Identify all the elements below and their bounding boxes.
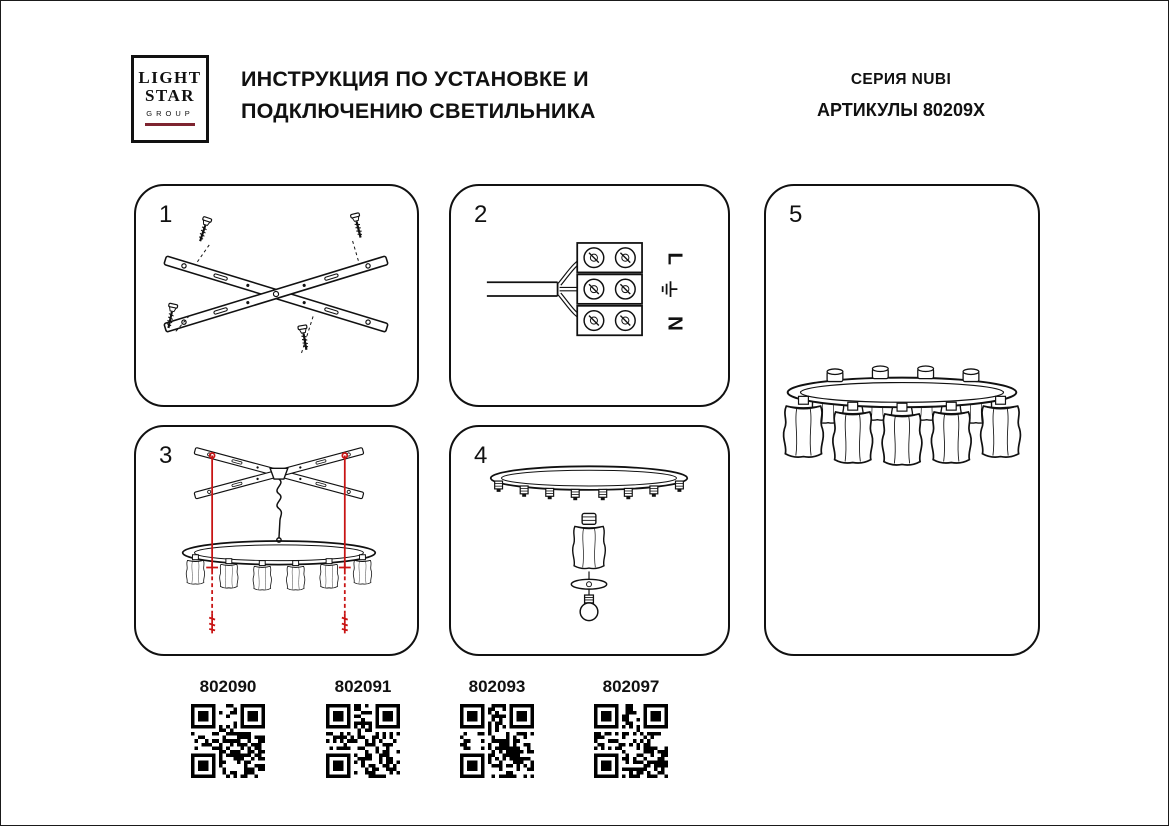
chandelier-ring — [489, 465, 689, 491]
hanging-wire — [276, 478, 283, 543]
screws — [163, 211, 366, 352]
page-title: ИНСТРУКЦИЯ ПО УСТАНОВКЕ И ПОДКЛЮЧЕНИЮ СВ… — [241, 63, 596, 128]
series-label: СЕРИЯ NUBI — [850, 71, 952, 88]
logo-red-underline — [145, 122, 195, 126]
step-5-panel: 5 — [764, 184, 1040, 656]
lightstar-logo: LIGHT STAR GROUP — [131, 55, 209, 143]
mounting-crossbars — [163, 255, 389, 333]
title-line-1: ИНСТРУКЦИЯ ПО УСТАНОВКЕ И — [241, 67, 589, 91]
qr-code — [594, 704, 668, 778]
product-802097: 802097 — [588, 677, 674, 783]
earth-ground-icon — [661, 281, 678, 297]
socket-caps — [826, 365, 980, 383]
step-1-number: 1 — [159, 201, 173, 228]
logo-word-star: STAR — [144, 86, 196, 106]
step-5-number: 5 — [789, 201, 803, 228]
title-line-2: ПОДКЛЮЧЕНИЮ СВЕТИЛЬНИКА — [241, 99, 596, 124]
logo-word-light: LIGHT — [138, 68, 202, 87]
mini-lamp-shades — [185, 554, 373, 591]
ceiling-crossbars — [193, 446, 365, 500]
product-802090: 802090 — [185, 677, 271, 783]
suspension-cables-red — [206, 452, 351, 634]
logo-word-group: GROUP — [146, 108, 194, 118]
articles-label: АРТИКУЛЫ 80209X — [817, 100, 985, 120]
article-number: 802097 — [602, 677, 660, 696]
shade-detail — [571, 512, 607, 570]
neutral-label: N — [664, 316, 687, 331]
step-4-number: 4 — [474, 442, 488, 469]
line-label: L — [664, 252, 687, 265]
step-1-panel: 1 — [134, 184, 419, 407]
suspension-alignment-diagram — [181, 446, 377, 634]
wiring-diagram: L N — [486, 242, 687, 337]
step-3-panel: 3 — [134, 425, 419, 656]
light-bulb — [579, 589, 599, 622]
qr-code — [326, 704, 400, 778]
step-2-number: 2 — [474, 201, 488, 228]
diffuser-disc — [570, 571, 608, 590]
power-cable — [486, 281, 559, 297]
product-802093: 802093 — [454, 677, 540, 783]
series-block: СЕРИЯ NUBI АРТИКУЛЫ 80209X — [776, 71, 1026, 121]
terminal-block — [576, 242, 643, 337]
qr-code — [460, 704, 534, 778]
step-3-number: 3 — [159, 442, 173, 469]
assembled-chandelier-diagram — [782, 365, 1022, 466]
qr-code — [191, 704, 265, 778]
product-802091: 802091 — [320, 677, 406, 783]
article-number: 802090 — [199, 677, 257, 696]
article-number: 802091 — [334, 677, 392, 696]
shade-assembly-diagram — [489, 465, 689, 622]
front-lamp-shades — [782, 395, 1022, 466]
assembly-guide-lines — [175, 240, 360, 354]
step-4-panel: 4 — [449, 425, 730, 656]
crossbars-diagram — [163, 211, 389, 354]
article-number: 802093 — [468, 677, 526, 696]
step-2-panel: L N 2 — [449, 184, 730, 407]
chandelier-ring — [786, 376, 1018, 409]
